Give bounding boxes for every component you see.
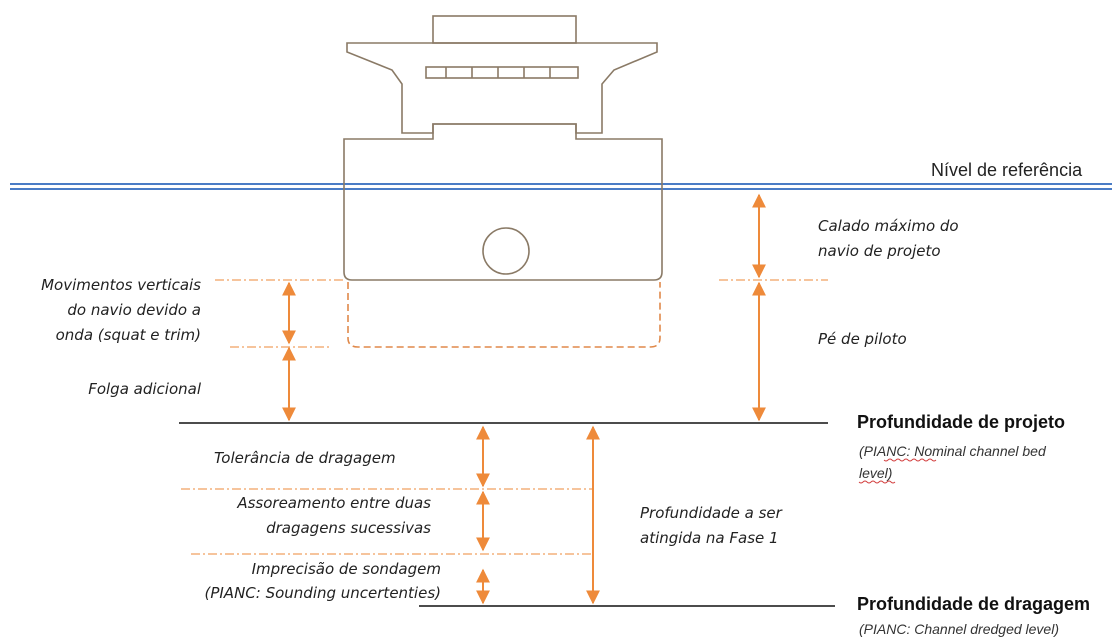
reference-water-line xyxy=(10,183,1112,190)
max-draft-label-line1: Calado máximo do xyxy=(818,217,959,235)
design-depth-note-line2: level) xyxy=(859,465,892,481)
vertical-movements-label-line2: do navio devido a xyxy=(67,301,201,319)
pilot-foot-label: Pé de piloto xyxy=(818,330,907,348)
depth-phase1-label-line2: atingida na Fase 1 xyxy=(640,529,779,547)
sounding-imprecision-label-line2: (PIANC: Sounding uncertenties) xyxy=(204,584,441,602)
dimension-arrows xyxy=(282,193,766,605)
dredging-depth-note: (PIANC: Channel dredged level) xyxy=(859,621,1059,637)
additional-clearance-label: Folga adicional xyxy=(88,380,202,398)
depth-phase1-label-line1: Profundidade a ser xyxy=(640,504,783,522)
spell-underline xyxy=(883,458,937,462)
siltation-label-line2: dragagens sucessivas xyxy=(266,519,431,537)
sounding-imprecision-label-line1: Imprecisão de sondagem xyxy=(252,560,441,578)
guide-lines xyxy=(181,279,828,555)
design-depth-note-line1: (PIANC: Nominal channel bed xyxy=(859,443,1047,459)
dredging-tolerance-label: Tolerância de dragagem xyxy=(214,449,396,467)
max-draft-label-line2: navio de projeto xyxy=(818,242,941,260)
reference-level-label: Nível de referência xyxy=(931,160,1083,180)
design-depth-title: Profundidade de projeto xyxy=(857,412,1065,432)
ship-icon xyxy=(343,15,663,348)
vertical-movements-label-line1: Movimentos verticais xyxy=(41,276,201,294)
dredging-depth-title: Profundidade de dragagem xyxy=(857,594,1090,614)
siltation-label-line1: Assoreamento entre duas xyxy=(236,494,431,512)
spell-underline xyxy=(858,480,896,484)
vertical-movements-label-line3: onda (squat e trim) xyxy=(56,326,201,344)
